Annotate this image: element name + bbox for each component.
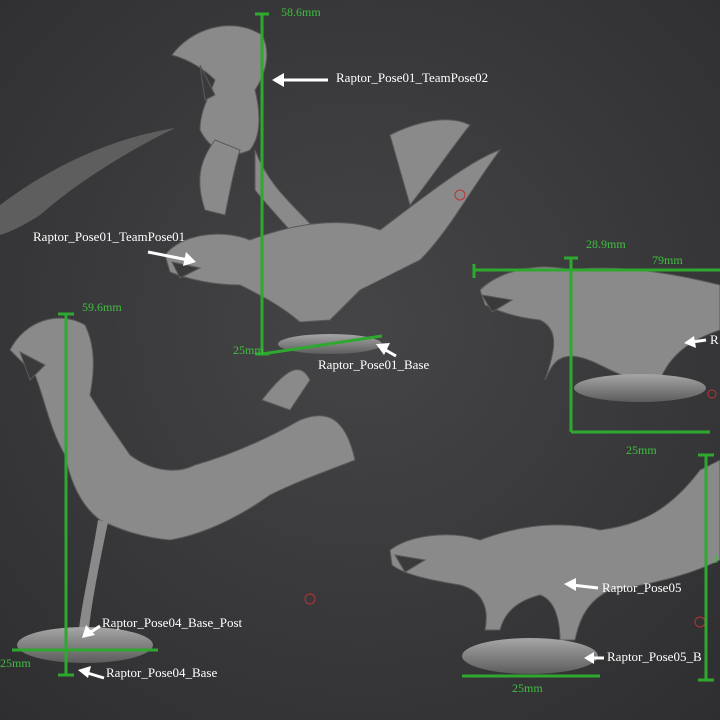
loose-tail-piece [0,128,175,235]
arrow-icon [147,250,196,266]
label-pose05: Raptor_Pose05 [602,580,682,595]
dim-pose05-height-partial: 3 [712,552,718,566]
raptor-pose03-base-model [574,374,706,402]
dim-pose03-height: 28.9mm [586,237,626,251]
label-pose05-base: Raptor_Pose05_B [607,649,702,664]
arrow-icon [564,578,599,591]
dim-pose04-height: 59.6mm [82,300,122,314]
arrow-icon [78,666,105,680]
arrow-icon [272,73,328,87]
label-pose03-partial: R [710,332,719,347]
label-pose04-base-post: Raptor_Pose04_Base_Post [102,615,243,630]
label-pose01-base: Raptor_Pose01_Base [318,357,430,372]
raptor-pose05-model [389,459,720,641]
arrow-icon [376,343,397,358]
dim-pose05-base: 25mm [512,681,543,695]
dim-pose04-base: 25mm [0,656,31,670]
dim-pose03-base: 25mm [626,443,657,457]
label-team-pose02: Raptor_Pose01_TeamPose02 [336,70,489,85]
raptor-pose04-model [9,317,356,541]
reference-marker-icon [304,593,316,605]
arrow-icon [82,624,101,638]
dimension-lines [12,12,720,682]
dim-pose01-height: 58.6mm [281,5,321,19]
arrow-icon [684,336,707,348]
raptor-pose01-team-pose01-model [164,119,502,323]
reference-marker-icon [707,389,717,399]
label-team-pose01: Raptor_Pose01_TeamPose01 [33,229,186,244]
reference-marker-icon [454,189,466,201]
arrow-icon [584,652,604,664]
label-pose04-base: Raptor_Pose04_Base [106,665,218,680]
raptor-pose04-base-post-model [78,520,108,640]
dim-pose03-length: 79mm [652,253,683,267]
raptor-pose04-base-model [17,627,153,663]
raptor-pose05-base-model [462,638,598,674]
dim-pose01-base: 25mm [233,343,264,357]
